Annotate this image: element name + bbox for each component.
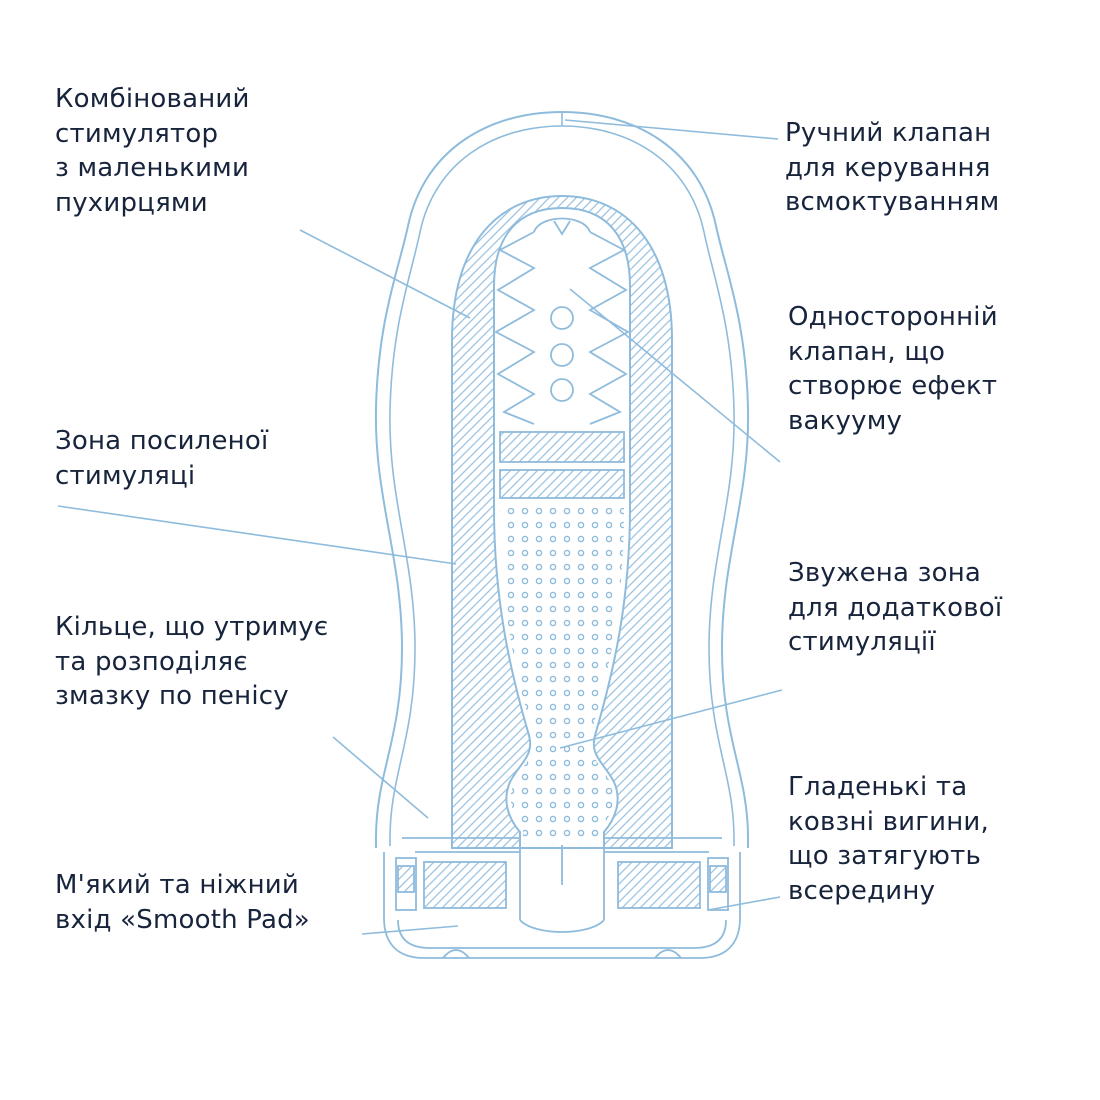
label-line: М'який та ніжний (55, 870, 299, 900)
base-outer-outline (383, 852, 741, 959)
label-line: стимулятор (55, 118, 219, 149)
label-line: вакууму (788, 405, 903, 436)
base-left-clip (395, 857, 417, 911)
label-smooth-curves: Гладенькі та ковзні вигини, що затягують… (788, 770, 989, 908)
label-line: Зона посиленої (55, 426, 269, 456)
entry-bottom-arc (519, 919, 605, 933)
leader-lubricant-ring (332, 736, 429, 819)
label-line: всередину (788, 875, 936, 906)
label-line: змазку по пенісу (55, 681, 289, 712)
label-line: пухирцями (55, 187, 208, 218)
label-line: Комбінований (55, 84, 250, 114)
label-line: створює ефект (788, 371, 998, 402)
label-combined-stimulator: Комбінований стимулятор з маленькими пух… (55, 82, 250, 220)
leader-narrowed-zone (559, 689, 783, 749)
label-line: стимуляції (788, 627, 936, 658)
stimulator-hole (550, 378, 574, 402)
label-line: для керування (785, 152, 991, 183)
label-line: ковзні вигини, (788, 806, 989, 837)
ring-band-lower (499, 469, 625, 499)
leader-smooth-curves (707, 896, 781, 911)
label-lubricant-ring: Кільце, що утримує та розподіляє змазку … (55, 610, 328, 714)
leader-lines (57, 119, 783, 935)
leader-manual-valve (564, 119, 779, 140)
label-narrowed-zone: Звужена зона для додаткової стимуляції (788, 556, 1002, 660)
base-right-clip (707, 857, 729, 911)
label-line: з маленькими (55, 153, 250, 184)
label-smooth-pad: М'який та ніжний вхід «Smooth Pad» (55, 868, 310, 937)
label-line: вхід «Smooth Pad» (55, 904, 310, 935)
label-line: що затягують (788, 841, 982, 872)
gear-stimulator (494, 217, 630, 425)
label-line: стимуляці (55, 460, 196, 491)
leader-enhanced-zone (57, 505, 457, 565)
base-left-pad (423, 861, 507, 909)
label-line: клапан, що (788, 336, 946, 367)
label-line: Гладенькі та (788, 772, 968, 802)
ring-band-upper (499, 431, 625, 463)
leader-combined-stimulator (299, 229, 471, 319)
label-enhanced-stimulation-zone: Зона посиленої стимуляці (55, 424, 268, 493)
stimulator-hole (550, 343, 574, 367)
label-line: Кільце, що утримує (55, 612, 329, 642)
base-right-pad (617, 861, 701, 909)
leader-one-way-valve (569, 288, 781, 463)
entry-tube-walls (519, 838, 605, 920)
base-inner-outline (397, 919, 727, 949)
base-assembly (383, 837, 741, 959)
leader-smooth-pad (361, 925, 459, 935)
label-line: всмоктуванням (785, 187, 1000, 218)
label-line: Односторонній (788, 302, 998, 332)
label-line: для додаткової (788, 592, 1003, 623)
label-line: та розподіляє (55, 646, 248, 677)
label-manual-valve: Ручний клапан для керування всмоктування… (785, 116, 1000, 220)
label-line: Звужена зона (788, 558, 982, 588)
stimulator-hole (550, 306, 574, 330)
label-one-way-valve: Односторонній клапан, що створює ефект в… (788, 300, 998, 438)
base-right-foot (654, 949, 682, 959)
base-left-foot (442, 949, 470, 959)
base-left-clip-hatch (397, 865, 415, 893)
dotted-texture-zone (500, 508, 624, 844)
base-right-clip-hatch (709, 865, 727, 893)
label-line: Ручний клапан (785, 118, 992, 148)
